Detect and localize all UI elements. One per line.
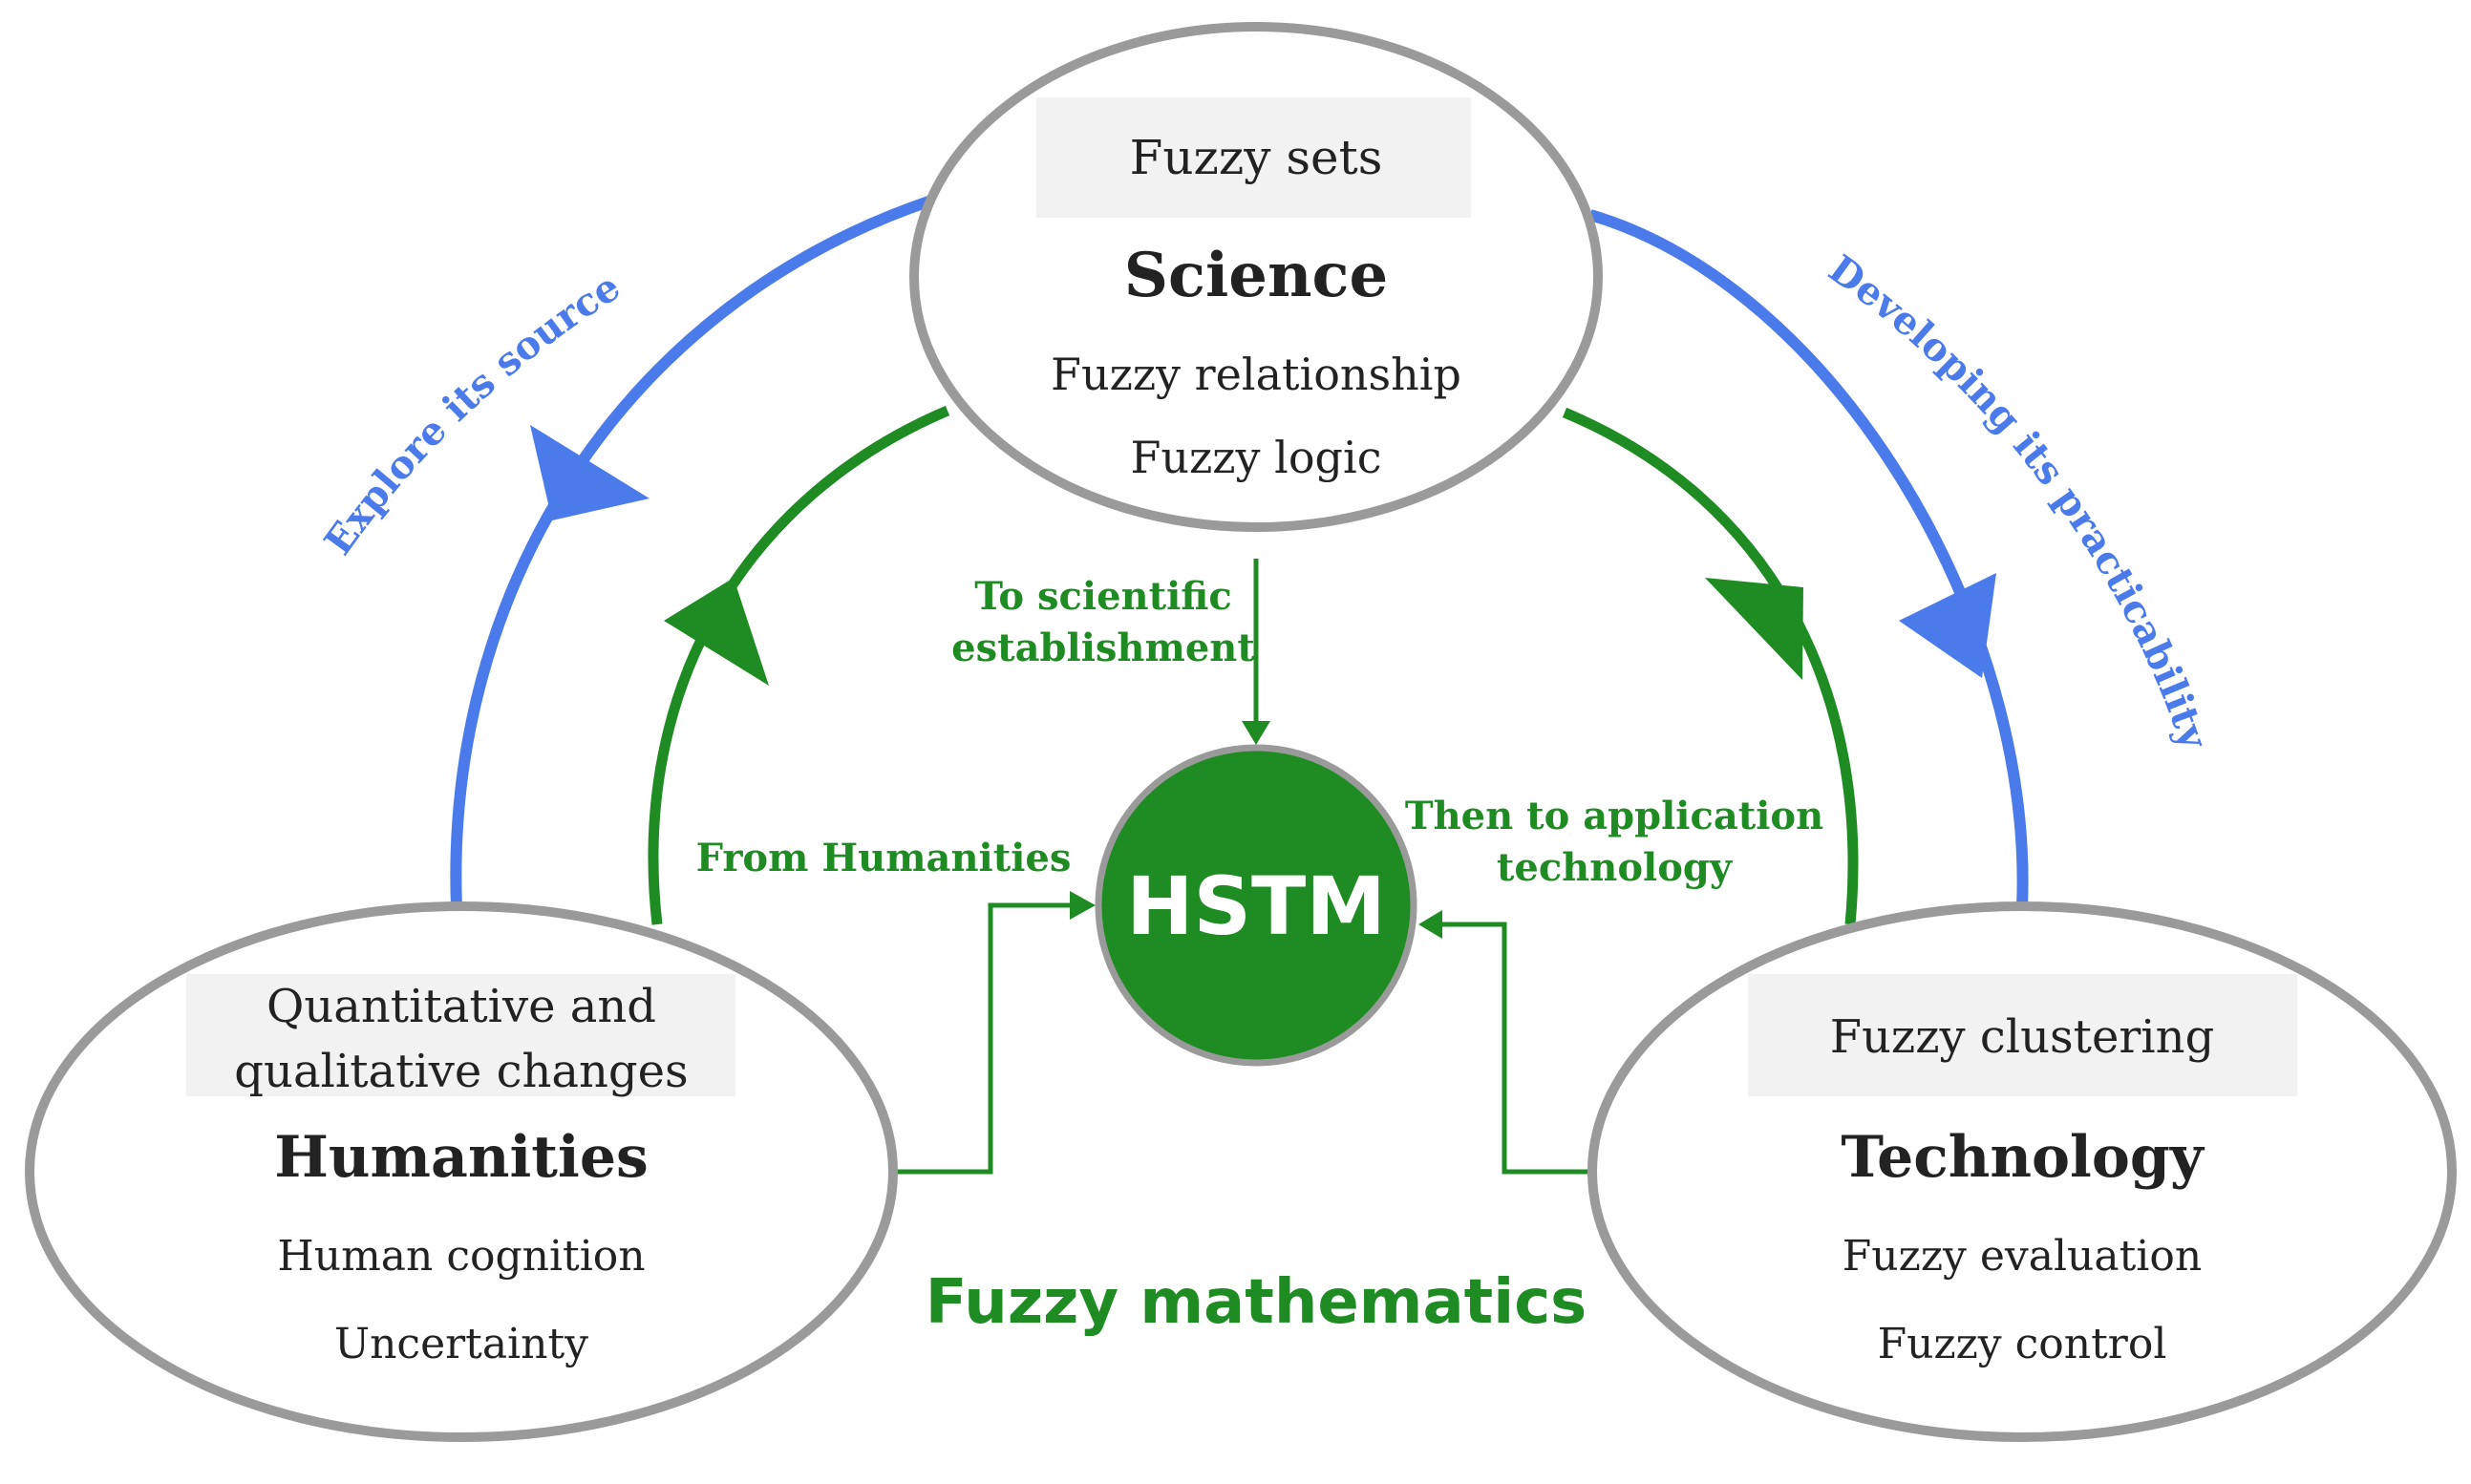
connector-technology-arrowhead xyxy=(1418,910,1442,939)
humanities-tag-line-2: qualitative changes xyxy=(234,1045,688,1098)
flow-to-science-line-2: establishment xyxy=(951,625,1255,670)
technology-item-2: Fuzzy control xyxy=(1878,1320,2167,1368)
fuzzy-mathematics-label: Fuzzy mathematics xyxy=(926,1267,1587,1338)
outer-arc-left-arrow xyxy=(530,425,650,520)
outer-arc-right-label: Developing its practicability xyxy=(1821,246,2217,756)
technology-tag: Fuzzy clustering xyxy=(1830,1010,2215,1064)
flow-from-humanities: From Humanities xyxy=(696,836,1072,880)
hstm-node: HSTM xyxy=(1095,744,1417,1067)
inner-arc-right-arrow xyxy=(1705,578,1803,680)
connector-science-arrowhead xyxy=(1242,721,1270,745)
outer-arc-right-arrow xyxy=(1899,573,1996,678)
technology-tag-box xyxy=(1748,974,2297,1096)
hstm-label: HSTM xyxy=(1126,859,1386,953)
science-title: Science xyxy=(1124,240,1388,311)
science-item-2: Fuzzy logic xyxy=(1131,432,1382,483)
connector-technology-hstm xyxy=(1442,922,1590,1175)
technology-node: Fuzzy clustering Technology Fuzzy evalua… xyxy=(1587,901,2457,1442)
outer-arc-left xyxy=(450,195,933,908)
connector-humanities-hstm xyxy=(893,902,1070,1175)
inner-arc-left-arrow xyxy=(664,578,769,686)
science-item-1: Fuzzy relationship xyxy=(1051,349,1461,400)
science-tag-box xyxy=(1036,97,1471,218)
technology-title: Technology xyxy=(1841,1124,2205,1191)
science-tag: Fuzzy sets xyxy=(1130,130,1383,185)
flow-to-technology-line-2: technology xyxy=(1497,845,1734,890)
humanities-title: Humanities xyxy=(274,1124,649,1191)
outer-arc-right xyxy=(1588,209,2029,908)
technology-item-1: Fuzzy evaluation xyxy=(1843,1232,2202,1281)
flow-to-technology-line-1: Then to application xyxy=(1405,794,1823,838)
humanities-node: Quantitative and qualitative changes Hum… xyxy=(25,901,898,1442)
flow-to-science-line-1: To scientific xyxy=(974,574,1232,619)
humanities-item-1: Human cognition xyxy=(277,1232,645,1281)
humanities-tag-box xyxy=(186,974,735,1096)
connector-humanities-arrowhead xyxy=(1070,891,1096,920)
humanities-item-2: Uncertainty xyxy=(334,1320,588,1368)
science-node: Fuzzy sets Science Fuzzy relationship Fu… xyxy=(909,22,1603,532)
outer-arc-left-label: Explore its source xyxy=(315,265,628,563)
humanities-tag-line-1: Quantitative and xyxy=(266,980,656,1033)
